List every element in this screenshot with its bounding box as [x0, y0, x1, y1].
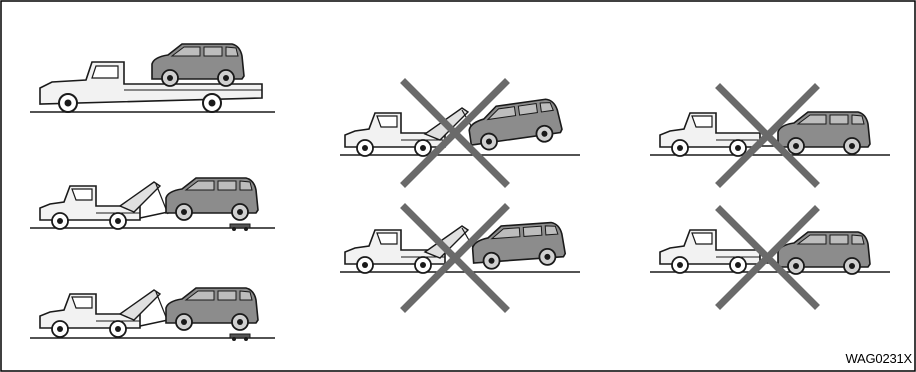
figure-reference-code: WAG0231X	[845, 351, 912, 366]
panel-wheel-lift-dollies-rear	[30, 178, 275, 231]
panel-wheel-lift-tow-front	[340, 208, 580, 308]
panel-flatbed	[30, 44, 275, 112]
panel-sling-tow-front	[340, 83, 580, 183]
panel-wheel-lift-tow-rear	[650, 210, 890, 305]
panel-sling-tow-rear	[650, 88, 890, 183]
panel-wheel-lift-dollies-front	[30, 288, 275, 341]
